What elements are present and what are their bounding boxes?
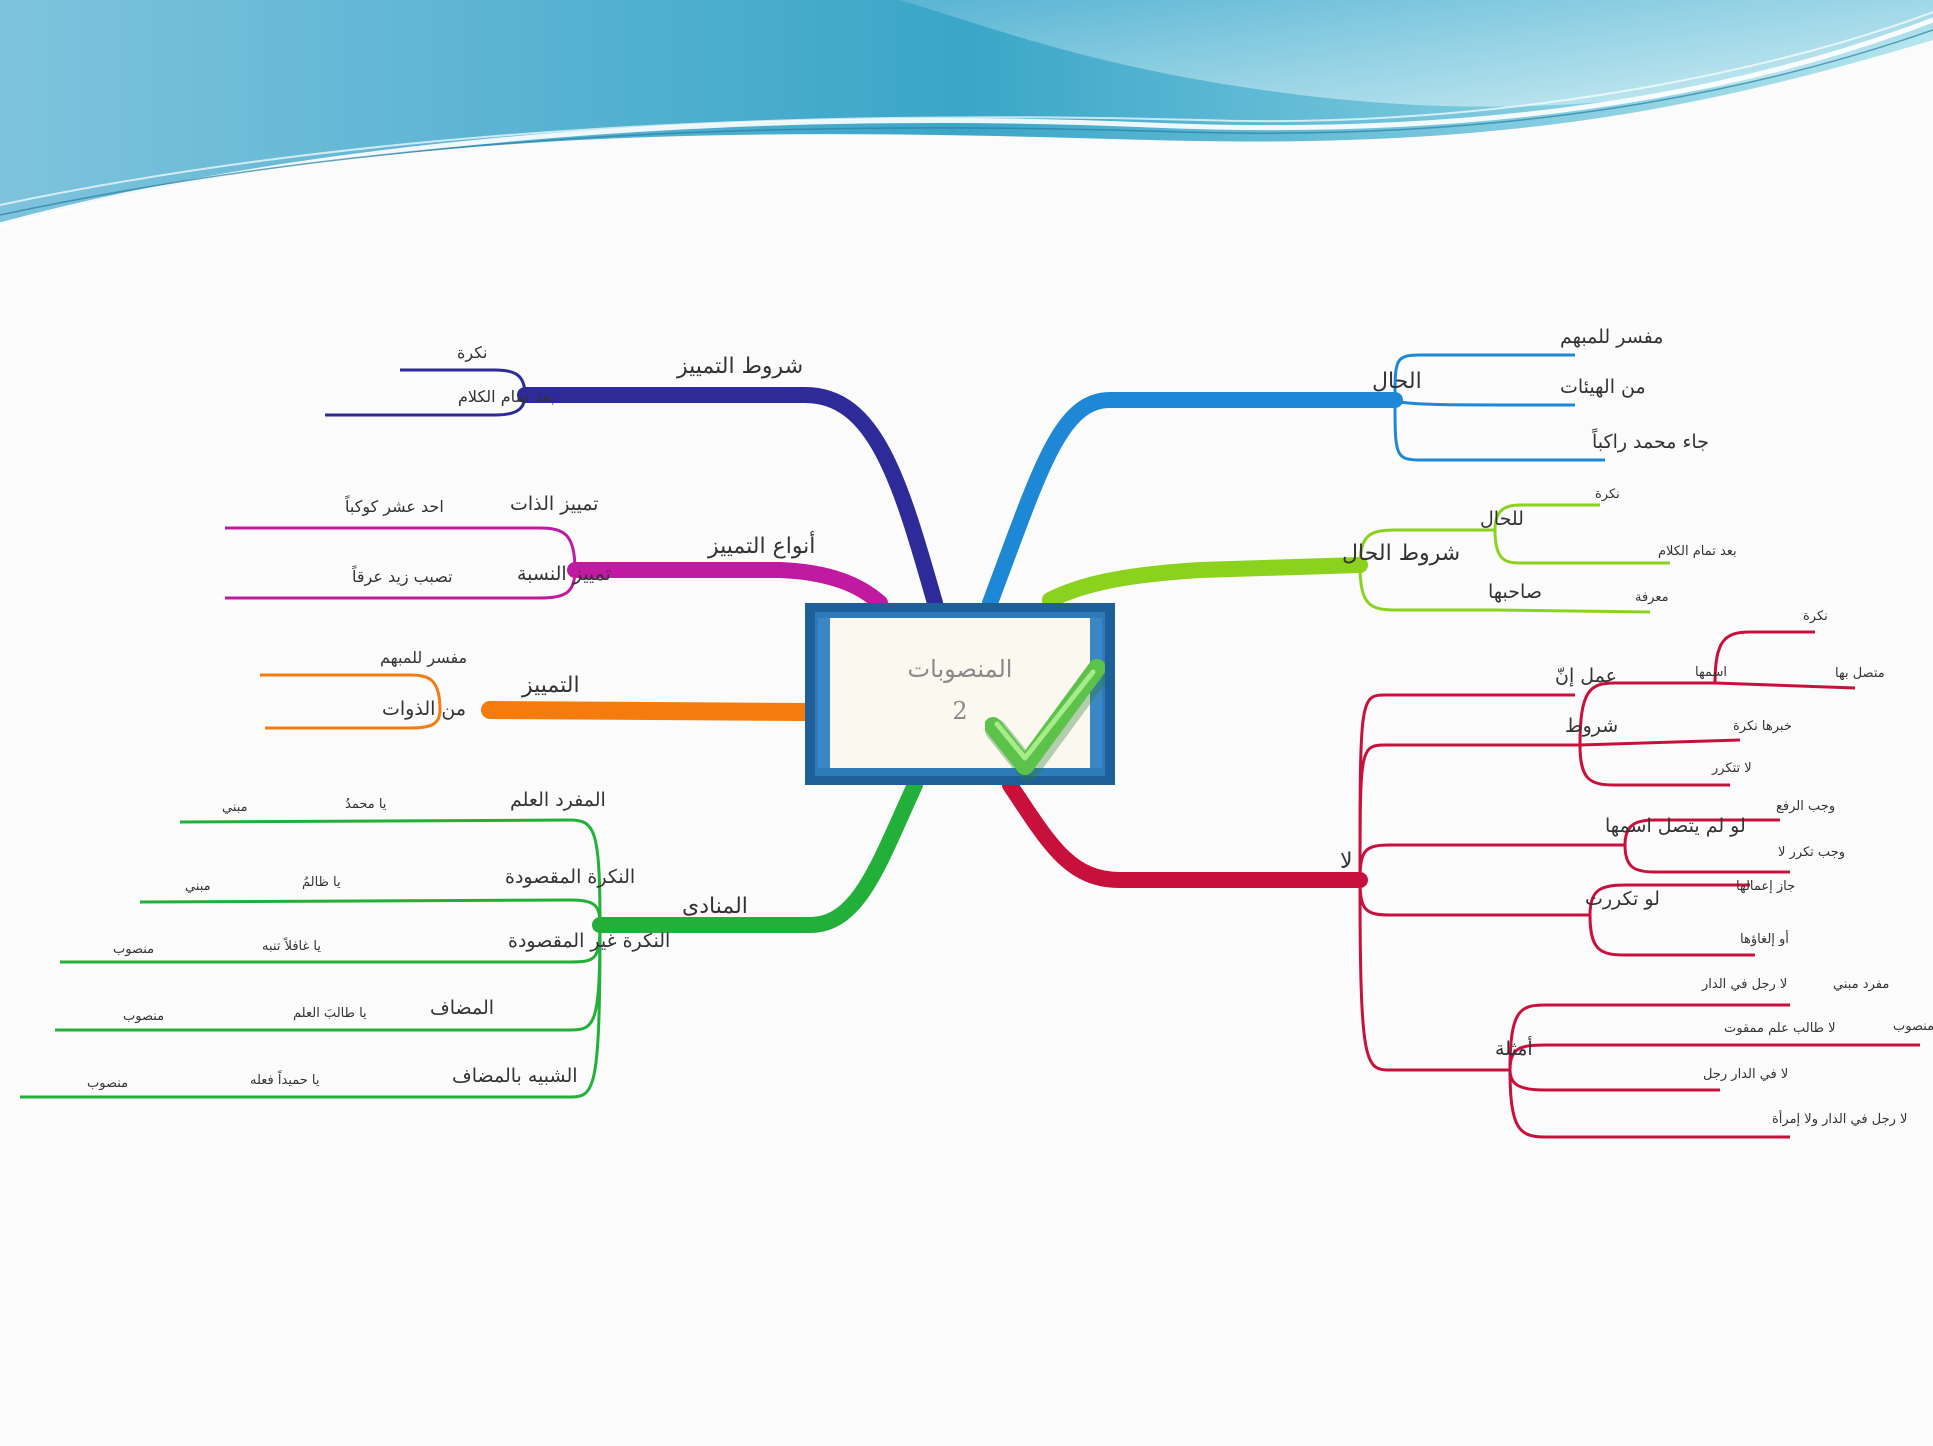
munada-example-1: يا محمدُ xyxy=(345,797,387,812)
munada-type-4: المضاف xyxy=(430,997,494,1019)
hal-child-3: جاء محمد راكباً xyxy=(1592,428,1709,453)
la-amthila-child-4: لا رجل في الدار ولا إمرأة xyxy=(1772,1110,1907,1127)
lilhal-child-1: نكرة xyxy=(1595,487,1620,502)
trunk-shurut-hal xyxy=(1042,557,1368,608)
la-takarrarat-child-1: جاز إعمالها xyxy=(1736,879,1795,894)
trunk-anwa-tamyiz xyxy=(567,562,888,611)
la-shurut-child-2: لا تتكرر xyxy=(1711,761,1752,776)
central-title: المنصوبات xyxy=(907,655,1013,683)
hal-child-2: من الهيئات xyxy=(1560,376,1646,398)
munada-type-5: الشبيه بالمضاف xyxy=(452,1065,578,1087)
la-amal: عمل إنّ xyxy=(1555,665,1617,688)
la-label: لا xyxy=(1340,849,1353,874)
la-amthila-child-3: لا في الدار رجل xyxy=(1703,1067,1788,1082)
la-ismuha-child-2: متصل بها xyxy=(1835,666,1885,681)
shurut-tamyiz-child-2: بعد تمام الكلام xyxy=(458,387,555,406)
munada-example-2: يا ظالمُ xyxy=(302,875,341,890)
munada-result-3: منصوب xyxy=(113,942,154,957)
munada-result-5: منصوب xyxy=(87,1076,128,1091)
tamyiz-child-2: من الذوات xyxy=(382,698,466,720)
hal-child-1: مفسر للمبهم xyxy=(1560,326,1663,348)
tamyiz-label: التمييز xyxy=(521,673,580,698)
sahibuha-label: صاحبها xyxy=(1488,581,1542,603)
la-amthila-child-1: لا رجل في الدار xyxy=(1701,977,1787,992)
anwa-type-1: تمييز الذات xyxy=(510,493,598,515)
munada-type-2: النكرة المقصودة xyxy=(505,866,635,888)
munada-example-3: يا غافلاً تنبه xyxy=(262,937,321,954)
shurut-tamyiz-label: شروط التمييز xyxy=(676,354,803,379)
la-amthila-note-2: مضاف منصوب xyxy=(1893,1019,1933,1034)
shurut-tamyiz-child-1: نكرة xyxy=(457,343,488,363)
la-takarrarat-label: لو تكررت xyxy=(1585,888,1660,910)
hal-label: الحال xyxy=(1372,369,1422,394)
la-amthila-note-1: مفرد مبني xyxy=(1833,977,1889,992)
la-shurut-label: شروط xyxy=(1565,715,1618,737)
central-number: 2 xyxy=(952,697,968,725)
checkmark-icon xyxy=(985,659,1105,781)
la-amthila-child-2: لا طالب علم ممقوت xyxy=(1724,1021,1836,1036)
la-lam-yattasil-label: لو لم يتصل اسمها xyxy=(1605,815,1746,837)
trunk-tamyiz xyxy=(481,701,814,721)
munada-result-1: مبني xyxy=(222,800,248,815)
munada-result-2: مبني xyxy=(185,879,211,894)
lilhal-label: للحال xyxy=(1480,508,1524,530)
trunk-hal xyxy=(982,392,1403,611)
la-ismuha-label: اسمها xyxy=(1695,665,1727,680)
anwa-example-1: احد عشر كوكباً xyxy=(344,494,444,517)
munada-type-3: النكرة غير المقصودة xyxy=(508,930,670,952)
la-shurut-child-1: خبرها نكرة xyxy=(1733,719,1792,734)
la-lam-yattasil-child-1: وجب الرفع xyxy=(1776,799,1835,814)
trunk-la xyxy=(1002,777,1368,888)
la-lam-yattasil-child-2: وجب تكرر لا xyxy=(1778,845,1845,860)
munada-type-1: المفرد العلم xyxy=(510,789,606,811)
munada-label: المنادى xyxy=(682,894,748,919)
trunk-shurut-tamyiz xyxy=(517,387,943,611)
anwa-type-2: تمييز النسبة xyxy=(517,563,611,585)
munada-example-5: يا حميداً فعله xyxy=(250,1070,320,1088)
anwa-tamyiz-label: أنواع التمييز xyxy=(707,531,815,559)
la-ismuha-child-1: نكرة xyxy=(1803,609,1828,624)
tamyiz-child-1: مفسر للمبهم xyxy=(380,648,467,668)
munada-example-4: يا طالبَ العلم xyxy=(293,1006,367,1021)
shurut-hal-label: شروط الحال xyxy=(1342,541,1460,566)
trunk-munada xyxy=(592,777,923,933)
sahibuha-child-1: معرفة xyxy=(1635,590,1669,605)
lilhal-child-2: بعد تمام الكلام xyxy=(1658,544,1737,559)
central-node: المنصوبات 2 xyxy=(805,603,1115,785)
la-amthila-label: أمثلة xyxy=(1495,1036,1533,1060)
anwa-example-2: تصبب زيد عرقاً xyxy=(351,564,452,587)
header-wave-banner xyxy=(0,0,1933,228)
munada-result-4: منصوب xyxy=(123,1009,164,1024)
la-takarrarat-child-2: أو إلغاؤها xyxy=(1740,930,1789,947)
